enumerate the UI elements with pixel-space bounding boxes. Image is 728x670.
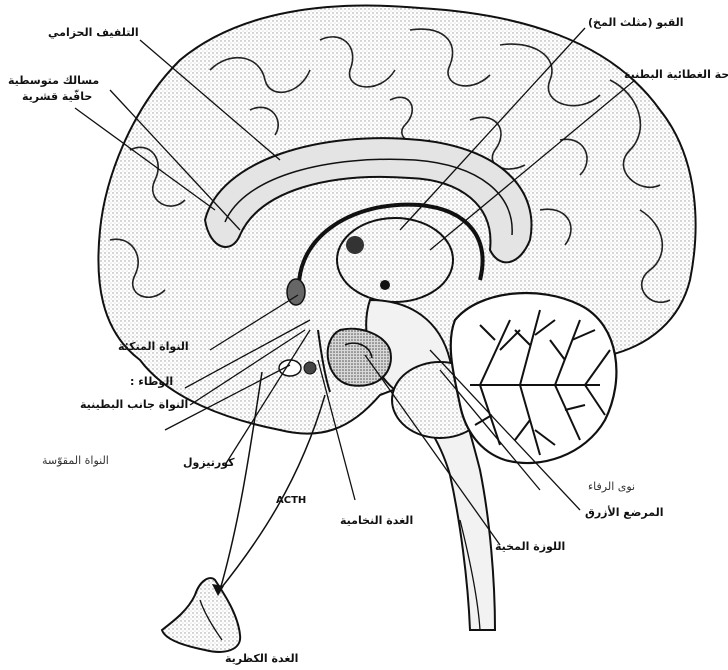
label-fornix: القبو (مثلث المخ)	[588, 16, 684, 30]
label-cingulate-gyrus: التلفيف الحزامي	[48, 26, 139, 40]
label-amygdala: اللوزة المخية	[495, 540, 565, 554]
label-raphe-nucleus: نوى الرفاء	[588, 480, 635, 494]
label-cortisol: كورتيزول	[183, 456, 234, 470]
label-pituitary-gland: الغدة النخامية	[340, 514, 413, 528]
label-mesocortical-line2: حافّية قشرية	[22, 90, 92, 104]
label-arcuate-nucleus: النواة المقوّسة	[42, 454, 109, 468]
cerebellum	[451, 293, 617, 463]
label-ventral-tegmental-area: الباحة الغطائية البطنية	[624, 68, 728, 82]
thalamus	[337, 218, 453, 302]
label-acth: ACTH	[276, 494, 306, 508]
adrenal-gland-shape	[162, 578, 240, 652]
label-accumbens-nucleus: النواة المتكئة	[118, 340, 189, 354]
label-locus-coeruleus: المرضع الأزرق	[585, 506, 664, 520]
label-mesocortical-line1: مسالك متوسطية	[8, 74, 99, 88]
label-paraventricular-nucleus: النواة جانب البطينية	[80, 398, 188, 412]
label-adrenal-gland: الغدة الكظرية	[225, 652, 298, 666]
label-hypothalamus: الوطاء :	[130, 375, 173, 389]
